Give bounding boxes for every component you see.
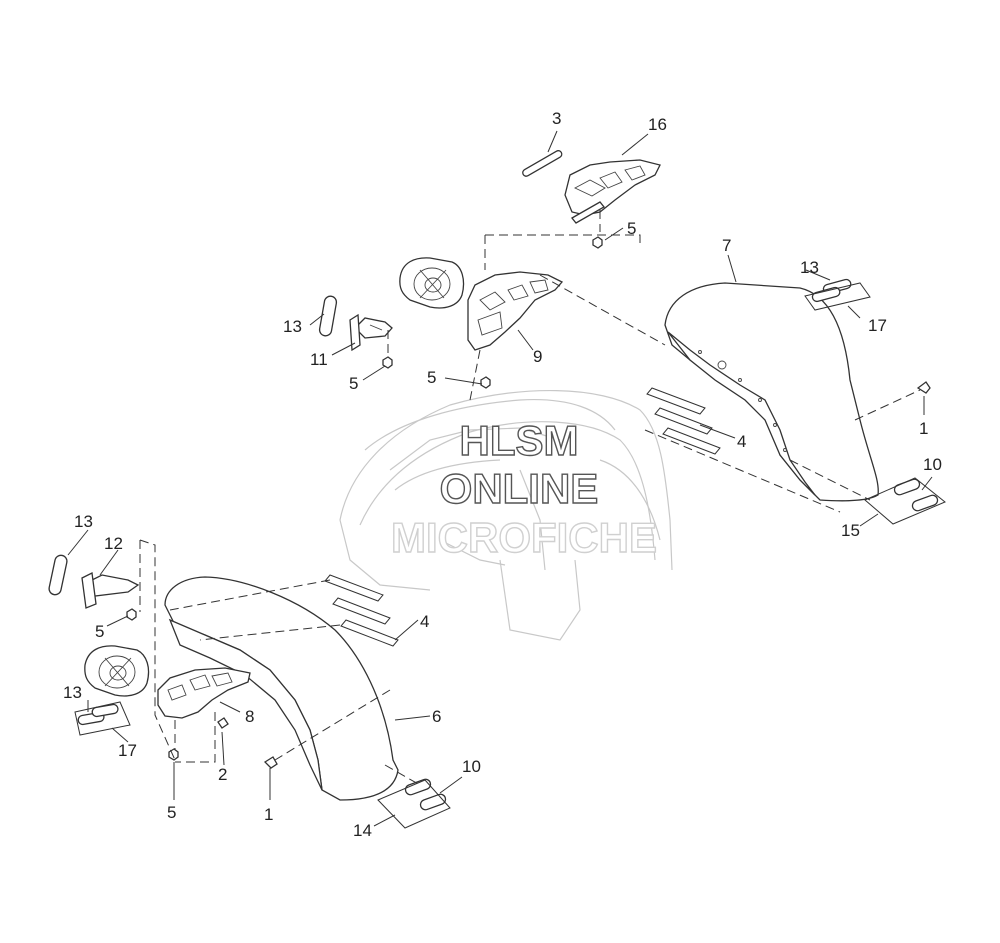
callout-10: 10 [462, 757, 481, 776]
callout-2: 2 [218, 765, 227, 784]
saddlebag-right-7 [664, 282, 879, 502]
strip-13-far-left [48, 554, 68, 596]
callout-4: 4 [737, 432, 746, 451]
watermark-line-3: MICROFICHE [391, 514, 657, 561]
callout-5: 5 [627, 219, 636, 238]
nut-5-top [592, 236, 603, 249]
callout-11: 11 [310, 350, 328, 369]
strip-3 [522, 150, 563, 177]
callout-8: 8 [245, 707, 254, 726]
callout-17: 17 [868, 316, 887, 335]
callout-5: 5 [349, 374, 358, 393]
watermark: HLSM ONLINE MICROFICHE [390, 416, 657, 561]
saddlebag-left-6 [164, 576, 399, 801]
bracket-9 [467, 271, 564, 351]
watermark-line-2: ONLINE [440, 465, 599, 512]
callout-6: 6 [432, 707, 441, 726]
callout-17: 17 [118, 741, 137, 760]
clip-2 [217, 717, 229, 729]
bracket-16 [564, 159, 661, 224]
callout-13: 13 [63, 683, 82, 702]
callout-4: 4 [420, 612, 429, 631]
callout-16: 16 [648, 115, 667, 134]
assembly-dashes [139, 210, 921, 786]
callout-14: 14 [353, 821, 372, 840]
callout-10: 10 [923, 455, 942, 474]
callout-5: 5 [427, 368, 436, 387]
tape-10-left [377, 778, 451, 829]
callout-1: 1 [919, 419, 928, 438]
bracket-8 [157, 667, 251, 719]
callout-13: 13 [283, 317, 302, 336]
callout-1: 1 [264, 805, 273, 824]
callout-5: 5 [95, 622, 104, 641]
speaker-top [399, 257, 465, 309]
watermark-line-1: HLSM [460, 417, 579, 464]
nut-5-mid [382, 356, 491, 389]
tape-4-right [646, 387, 721, 455]
pin-1-right [916, 381, 931, 394]
tape-10-right [864, 477, 946, 525]
callout-9: 9 [533, 347, 542, 366]
callout-7: 7 [722, 236, 731, 255]
callout-13: 13 [74, 512, 93, 531]
callout-12: 12 [104, 534, 123, 553]
strip-13-lower-left [74, 701, 131, 736]
strip-13-right [804, 278, 871, 311]
callout-5: 5 [167, 803, 176, 822]
callout-labels: 3 16 5 7 13 17 13 11 5 9 5 1 4 10 15 13 … [63, 109, 942, 840]
pin-1-left [263, 756, 278, 769]
callout-3: 3 [552, 109, 561, 128]
bracket-11 [349, 313, 393, 352]
background-fairing-ghost [339, 389, 673, 641]
callout-15: 15 [841, 521, 860, 540]
callout-13: 13 [800, 258, 819, 277]
bracket-12 [81, 572, 140, 609]
tape-4-left [324, 574, 399, 647]
leader-lines [67, 130, 933, 827]
speaker-left [84, 645, 150, 697]
